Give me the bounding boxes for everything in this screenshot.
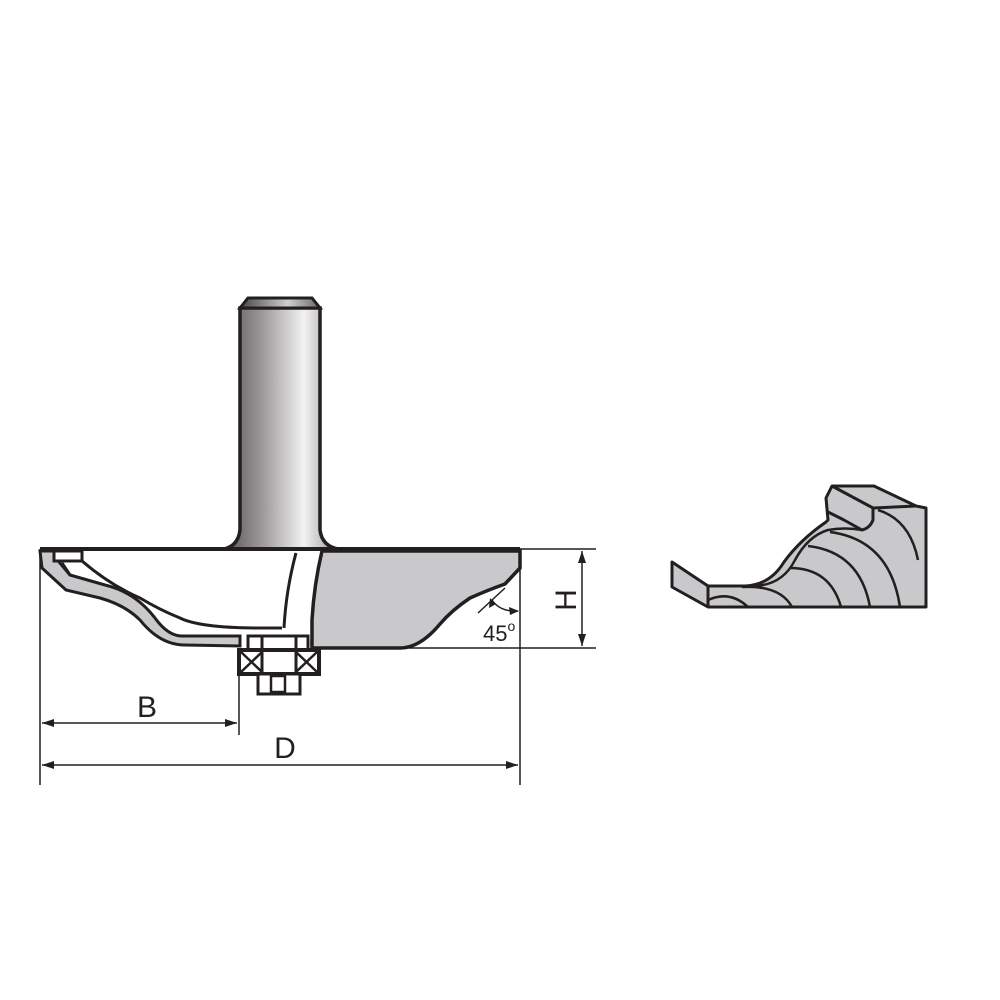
dimension-h-label: H bbox=[550, 589, 583, 611]
dimension-b: B bbox=[42, 691, 237, 727]
dimension-h: H bbox=[550, 551, 586, 646]
dimension-b-label: B bbox=[137, 691, 157, 724]
bearing-cross-left bbox=[240, 651, 263, 673]
angle-indicator: 45o bbox=[477, 587, 519, 646]
bearing bbox=[237, 634, 321, 696]
carbide-edge-left bbox=[38, 549, 242, 648]
angle-label: 45o bbox=[483, 618, 515, 646]
cutter-right-wing bbox=[310, 549, 522, 650]
shank-body bbox=[223, 306, 339, 551]
cutter-left-profile bbox=[38, 547, 520, 648]
bearing-cross-right bbox=[295, 651, 318, 673]
shank-chamfer bbox=[236, 296, 324, 310]
extension-lines bbox=[39, 548, 596, 785]
dimension-d-label: D bbox=[274, 732, 296, 765]
shank bbox=[223, 296, 339, 551]
dimension-d: D bbox=[42, 732, 518, 769]
workpiece-sample bbox=[670, 484, 928, 609]
